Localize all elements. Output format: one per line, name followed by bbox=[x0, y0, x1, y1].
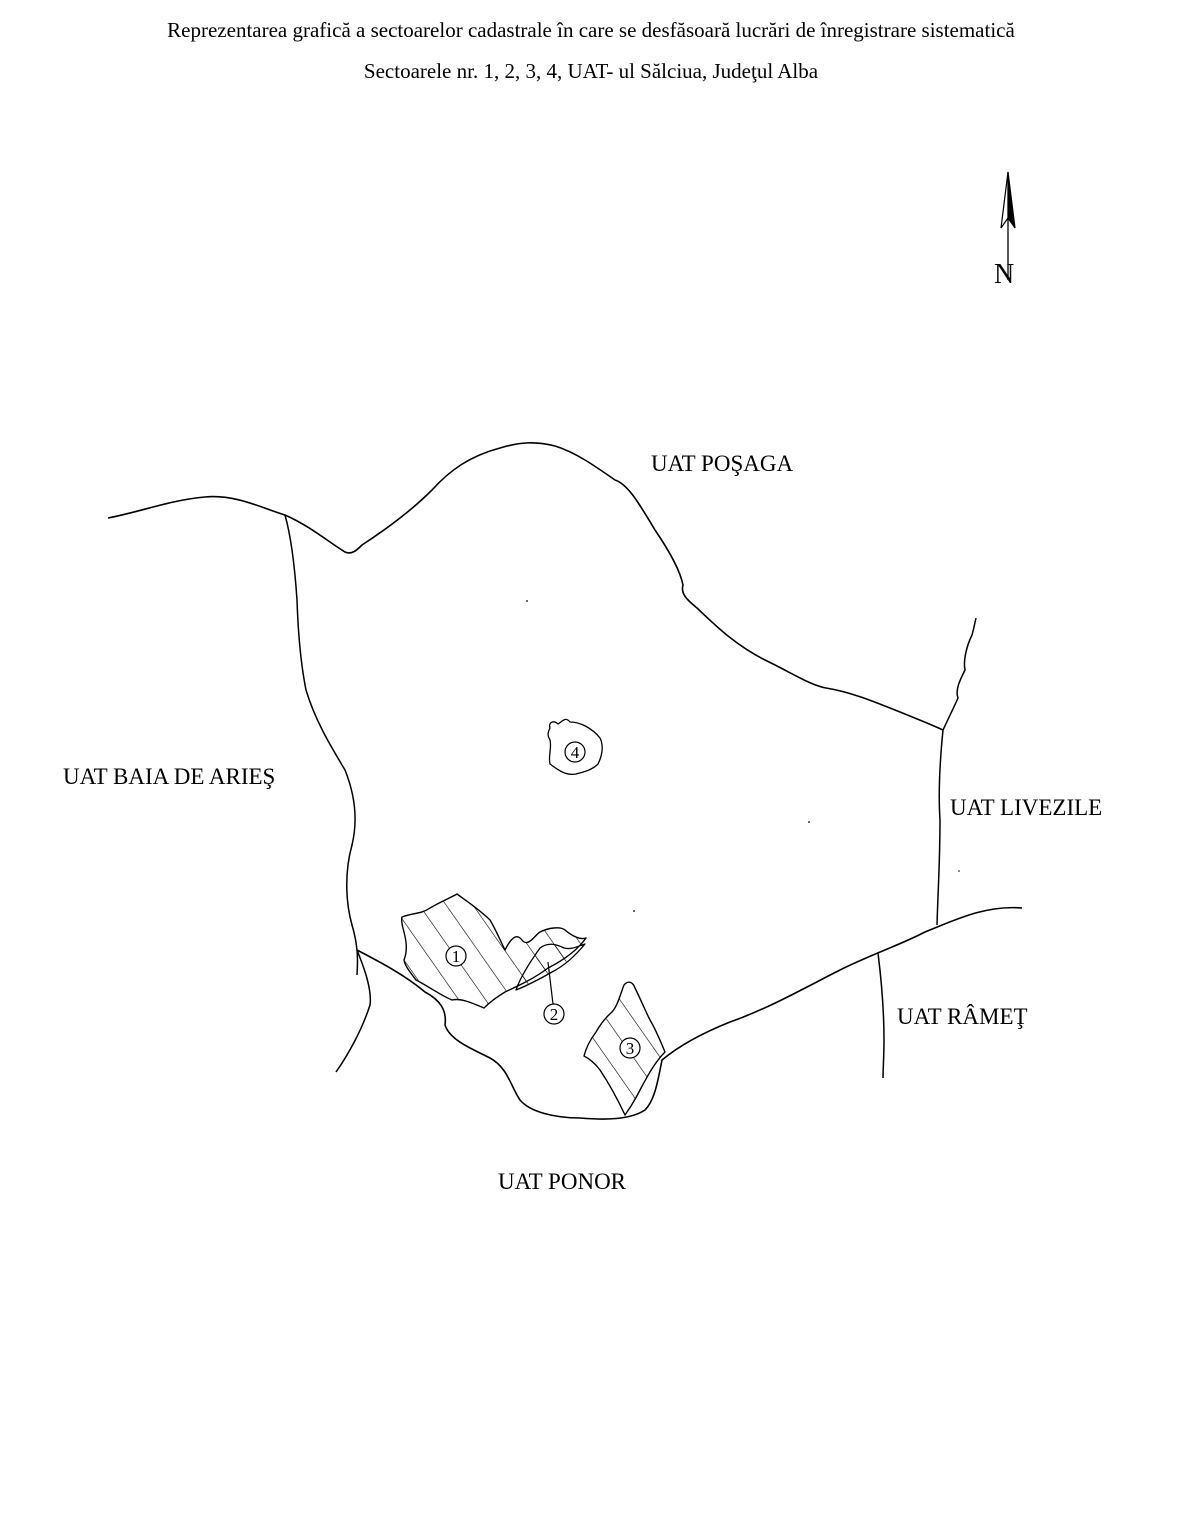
sector-4-area bbox=[547, 718, 603, 776]
sector-4-label: 4 bbox=[564, 741, 586, 763]
north-letter: N bbox=[994, 259, 1014, 290]
neighbor-label-north: UAT POŞAGA bbox=[651, 451, 793, 476]
north-arrow-icon: N bbox=[994, 171, 1016, 290]
sector-3-label: 3 bbox=[619, 1037, 641, 1059]
neighbor-label-southeast: UAT RÂMEŢ bbox=[897, 1004, 1028, 1029]
sector-2-area bbox=[515, 943, 586, 991]
sector-1-area bbox=[400, 893, 587, 1009]
sector-3-number: 3 bbox=[626, 1039, 635, 1058]
sector-2-number: 2 bbox=[550, 1005, 559, 1024]
sector-4-number: 4 bbox=[571, 743, 580, 762]
sector-2-leader bbox=[547, 961, 554, 1005]
sector-2-label: 2 bbox=[543, 1003, 565, 1025]
boundary-east bbox=[936, 729, 944, 926]
uat-boundary-north bbox=[107, 442, 944, 731]
uat-boundary-south bbox=[356, 906, 1023, 1120]
map-title: Reprezentarea grafică a sectoarelor cada… bbox=[167, 18, 1015, 42]
neighbor-label-west: UAT BAIA DE ARIEŞ bbox=[63, 764, 275, 789]
boundary-ramet bbox=[877, 952, 885, 1079]
sector-1-label: 1 bbox=[445, 945, 467, 967]
boundary-northeast bbox=[942, 617, 977, 731]
neighbor-label-south: UAT PONOR bbox=[498, 1169, 627, 1194]
sector-1-number: 1 bbox=[452, 947, 461, 966]
boundary-west bbox=[284, 514, 359, 976]
boundary-southwest-extension bbox=[335, 949, 372, 1073]
neighbor-label-east: UAT LIVEZILE bbox=[950, 795, 1102, 820]
map-subtitle: Sectoarele nr. 1, 2, 3, 4, UAT- ul Sălci… bbox=[363, 59, 819, 83]
